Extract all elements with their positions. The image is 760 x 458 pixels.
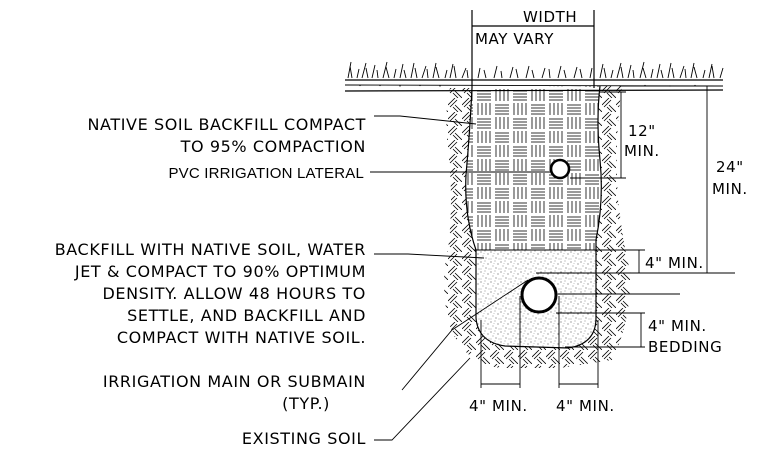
existing-soil-label: EXISTING SOIL [242, 429, 366, 448]
ground-surface [344, 61, 724, 92]
dim-12-label: 12" [628, 122, 656, 140]
dim-4-side: 4" MIN. [598, 249, 704, 273]
dim-24-min: 24" MIN. [536, 85, 748, 274]
dim-24-label: 24" [716, 158, 744, 176]
native-backfill-label-1: NATIVE SOIL BACKFILL COMPACT [87, 115, 366, 134]
callout-existing-soil: EXISTING SOIL [242, 357, 471, 448]
backfill-water-label-5: COMPACT WITH NATIVE SOIL. [117, 328, 366, 347]
trench-outline [465, 85, 602, 349]
backfill-water-label-1: BACKFILL WITH NATIVE SOIL, WATER [55, 240, 366, 259]
dim-24-min-label: MIN. [712, 180, 748, 198]
may-vary-label: MAY VARY [475, 30, 554, 48]
width-dimension: WIDTH MAY VARY [471, 8, 595, 88]
callout-native-backfill: NATIVE SOIL BACKFILL COMPACT TO 95% COMP… [87, 115, 477, 156]
pvc-lateral-pipe [549, 158, 571, 180]
existing-soil-hatch [444, 86, 631, 368]
dim-4-bottom: 4" MIN. 4" MIN. [469, 296, 615, 415]
trench-fill [465, 86, 602, 348]
callout-backfill-water: BACKFILL WITH NATIVE SOIL, WATER JET & C… [55, 240, 485, 347]
dim-4-side-label: 4" MIN. [645, 254, 704, 272]
dim-4-bedding-label-2: BEDDING [648, 338, 722, 356]
callout-irrigation-main: IRRIGATION MAIN OR SUBMAIN (TYP.) [103, 279, 529, 413]
backfill-water-label-2: JET & COMPACT TO 90% OPTIMUM [74, 262, 366, 281]
callout-pvc-lateral: PVC IRRIGATION LATERAL [168, 165, 551, 182]
irrigation-main-label-1: IRRIGATION MAIN OR SUBMAIN [103, 372, 366, 391]
dim-12-min-label: MIN. [624, 142, 660, 160]
backfill-water-label-4: SETTLE, AND BACKFILL AND [127, 306, 366, 325]
dim-4-left-label: 4" MIN. [469, 397, 528, 415]
native-backfill-label-2: TO 95% COMPACTION [180, 137, 366, 156]
dim-4-bedding: 4" MIN. BEDDING [556, 312, 722, 356]
main-pipe [520, 276, 558, 314]
dim-4-right-label: 4" MIN. [556, 397, 615, 415]
backfill-water-label-3: DENSITY. ALLOW 48 HOURS TO [102, 284, 366, 303]
irrigation-main-label-2: (TYP.) [282, 394, 330, 413]
width-label: WIDTH [523, 8, 577, 26]
dim-4-bedding-label-1: 4" MIN. [648, 317, 707, 335]
pvc-lateral-label: PVC IRRIGATION LATERAL [168, 165, 364, 182]
dim-12-min: 12" MIN. [570, 91, 660, 179]
